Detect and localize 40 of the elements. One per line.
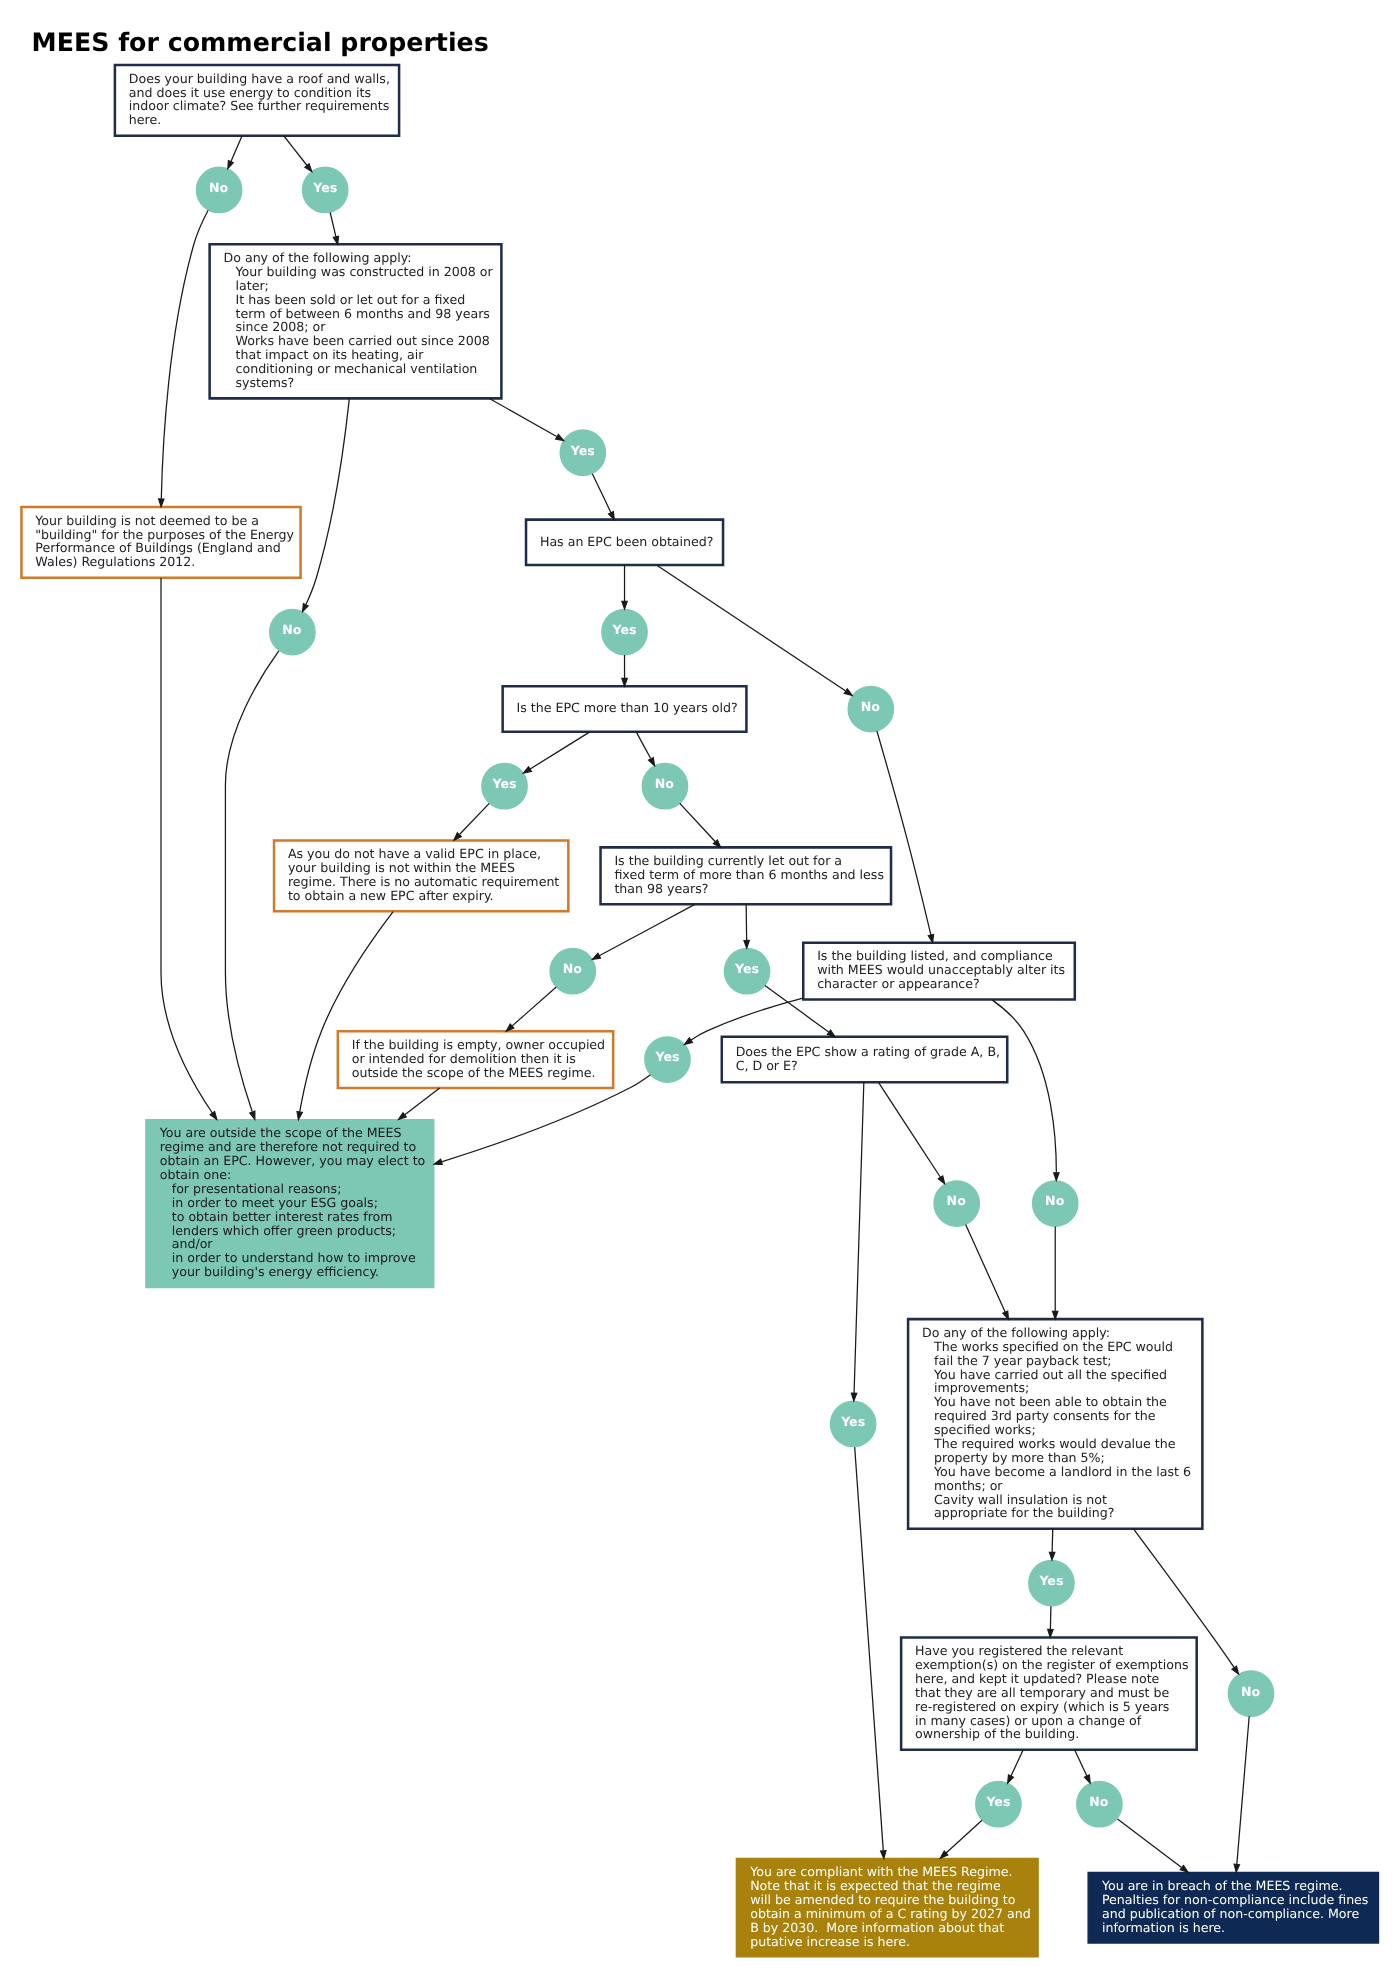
arrow <box>635 730 656 767</box>
arrow <box>679 801 722 848</box>
arrow <box>301 396 350 613</box>
arrow <box>432 1073 652 1165</box>
arrow <box>1073 1748 1091 1784</box>
arrow <box>965 1222 1010 1320</box>
arrow <box>452 801 490 841</box>
arrow <box>764 983 837 1037</box>
arrow <box>591 472 616 521</box>
arrow <box>743 902 751 949</box>
arrow <box>521 730 591 774</box>
arrow <box>283 134 313 172</box>
arrow <box>1051 1224 1059 1320</box>
arrow <box>621 563 629 610</box>
arrow <box>227 134 243 170</box>
arrow <box>397 1086 441 1120</box>
arrow <box>488 396 566 441</box>
arrow <box>590 902 696 960</box>
arrow <box>160 576 218 1120</box>
arrow <box>296 909 394 1121</box>
arrow <box>854 1445 887 1860</box>
arrow <box>991 998 1060 1182</box>
diagram-title: MEES for commercial properties <box>31 26 489 57</box>
arrow <box>938 1818 983 1859</box>
arrow <box>656 563 854 696</box>
arrow <box>876 729 935 944</box>
arrow <box>1006 1748 1024 1784</box>
arrow <box>504 985 557 1032</box>
arrow <box>877 1080 946 1185</box>
arrow <box>1132 1527 1240 1675</box>
arrow <box>157 208 209 508</box>
arrow <box>683 996 804 1045</box>
arrow <box>1233 1714 1250 1873</box>
arrow <box>1048 1527 1056 1561</box>
arrow <box>850 1080 865 1402</box>
arrow <box>1116 1817 1190 1873</box>
arrow <box>224 649 280 1121</box>
arrow <box>329 210 340 246</box>
arrow <box>1046 1604 1054 1638</box>
arrow <box>621 653 629 687</box>
